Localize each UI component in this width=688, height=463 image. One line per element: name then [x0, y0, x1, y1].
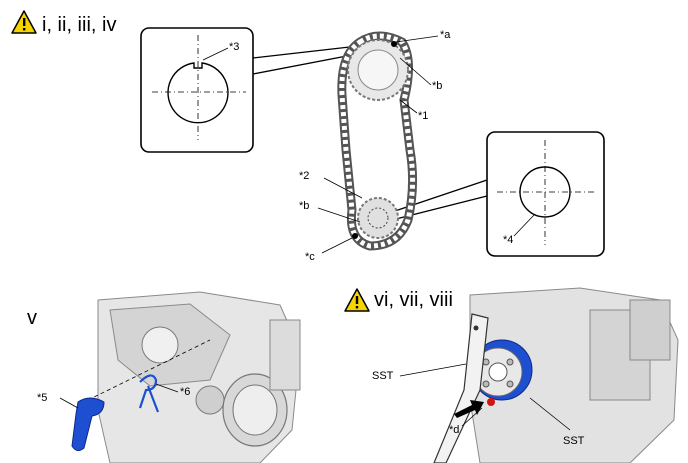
engine-tensioner-diagram: [59, 291, 301, 463]
mark-plate-c: [352, 233, 358, 239]
direction-arrow-icon: [454, 400, 484, 418]
red-mark: [487, 398, 495, 406]
callout-5: *5: [37, 392, 48, 404]
sst-tool: [433, 313, 489, 463]
callout-b-top: *b: [432, 80, 443, 92]
tensioner-part: [71, 397, 105, 452]
callout-2: *2: [299, 170, 310, 182]
engine-sst-diagram: [344, 287, 679, 463]
callout-sst-right: SST: [563, 435, 585, 447]
mark-plate-a: [391, 41, 397, 47]
section-title-steps-6-8: vi, vii, viii: [374, 289, 453, 311]
callout-6: *6: [180, 386, 191, 398]
camshaft-detail-box: [140, 27, 254, 153]
camshaft-sprocket: [347, 39, 409, 101]
hook-pin: [138, 374, 160, 413]
section-title-steps-1-4: i, ii, iii, iv: [42, 14, 117, 36]
crankshaft-sprocket: [357, 197, 399, 239]
callout-1: *1: [418, 110, 429, 122]
callout-4: *4: [503, 234, 514, 246]
warning-triangle-icon: [344, 288, 370, 312]
callout-a: *a: [440, 29, 451, 41]
callout-b-bottom: *b: [299, 200, 310, 212]
callout-c: *c: [305, 251, 315, 263]
warning-triangle-icon: [11, 10, 37, 34]
callout-d: *d: [449, 424, 460, 436]
timing-chain-diagram: [11, 10, 605, 257]
callout-3: *3: [229, 41, 240, 53]
crank-pulley: [471, 339, 533, 401]
timing-chain: [337, 31, 418, 251]
callout-sst-left: SST: [372, 370, 394, 382]
section-title-step-5: v: [27, 307, 37, 329]
crankshaft-detail-box: [486, 131, 605, 257]
